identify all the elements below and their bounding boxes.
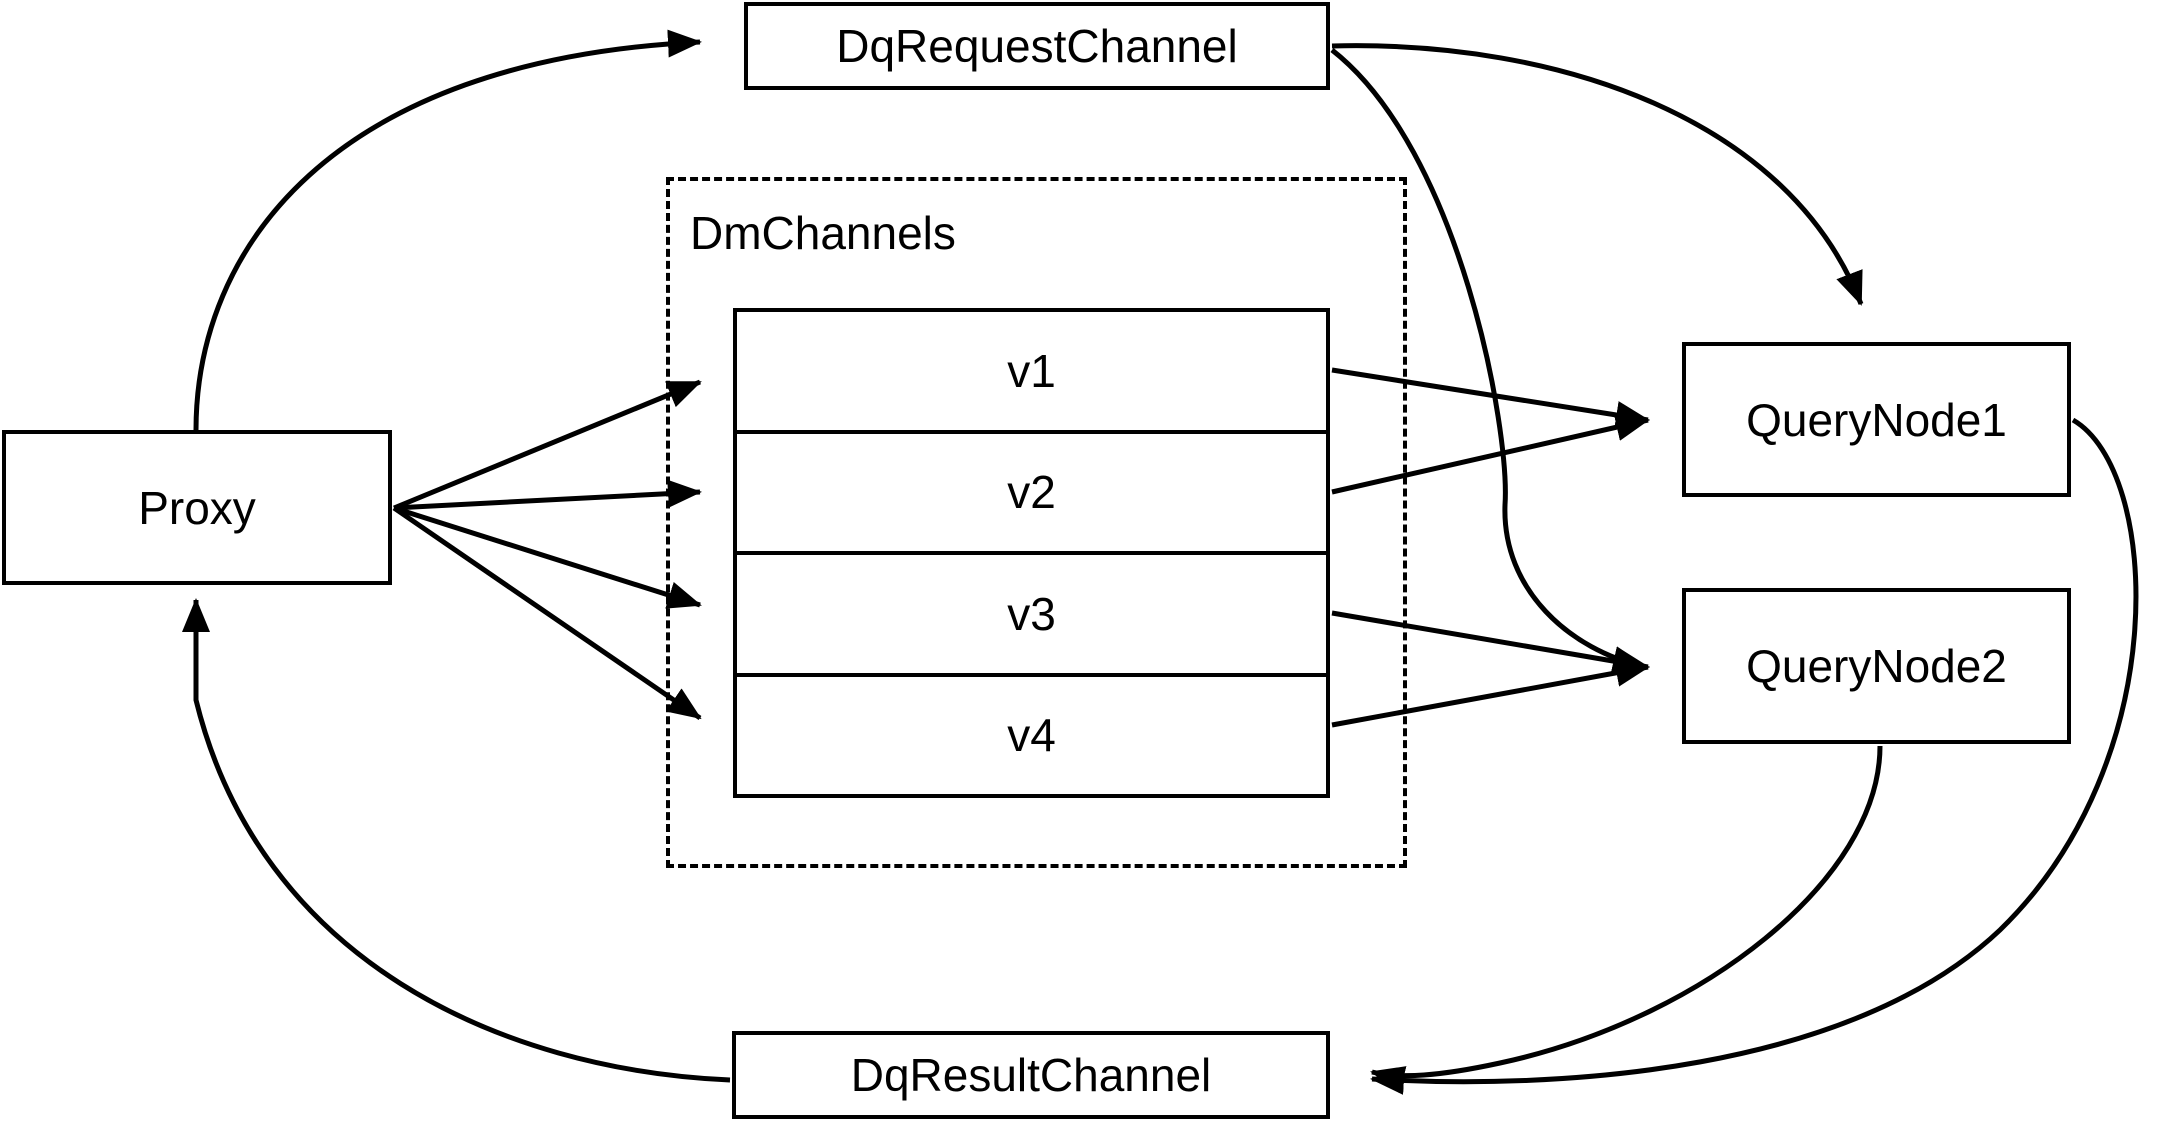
edge-dqrequestchannel-to-querynode2 xyxy=(1330,48,1647,674)
edge-proxy-to-v1 xyxy=(393,379,702,511)
edge-proxy-to-v2 xyxy=(393,479,702,511)
channel-row-v4-label: v4 xyxy=(1007,709,1056,762)
node-dqrequestchannel-label: DqRequestChannel xyxy=(836,20,1238,72)
node-dqrequestchannel[interactable]: DqRequestChannel xyxy=(744,2,1330,90)
edge-v4-to-querynode2 xyxy=(1331,659,1650,728)
node-proxy[interactable]: Proxy xyxy=(2,430,392,585)
channel-row-v4[interactable]: v4 xyxy=(737,677,1326,795)
channel-row-v3-label: v3 xyxy=(1007,587,1056,640)
edge-querynode2-to-dqresultchannel xyxy=(1370,745,1883,1094)
node-querynode1[interactable]: QueryNode1 xyxy=(1682,342,2071,497)
node-querynode2-label: QueryNode2 xyxy=(1746,640,2007,692)
dmchannels-table: v1 v2 v3 v4 xyxy=(733,308,1330,798)
edge-v1-to-querynode1 xyxy=(1331,367,1650,429)
edge-proxy-to-v4 xyxy=(392,505,702,721)
channel-row-v1[interactable]: v1 xyxy=(737,312,1326,434)
node-dqresultchannel-label: DqResultChannel xyxy=(850,1049,1212,1101)
edge-proxy-to-dqrequestchannel xyxy=(193,29,702,431)
dmchannels-group xyxy=(666,177,1407,868)
edge-dqresultchannel-to-proxy xyxy=(182,598,731,1083)
node-proxy-label: Proxy xyxy=(138,481,256,534)
edge-v2-to-querynode1 xyxy=(1331,413,1650,495)
node-dqresultchannel[interactable]: DqResultChannel xyxy=(732,1031,1330,1119)
channel-row-v1-label: v1 xyxy=(1007,344,1056,397)
edge-querynode1-to-dqresultchannel xyxy=(1370,417,2139,1095)
node-querynode2[interactable]: QueryNode2 xyxy=(1682,588,2071,744)
edge-dqrequestchannel-to-querynode1 xyxy=(1331,43,1864,306)
edge-v3-to-querynode2 xyxy=(1331,610,1650,676)
channel-row-v3[interactable]: v3 xyxy=(737,555,1326,677)
edge-proxy-to-v3 xyxy=(393,505,702,609)
dmchannels-group-label: DmChannels xyxy=(690,207,956,259)
node-querynode1-label: QueryNode1 xyxy=(1746,393,2007,446)
channel-row-v2-label: v2 xyxy=(1007,466,1056,519)
channel-row-v2[interactable]: v2 xyxy=(737,434,1326,555)
